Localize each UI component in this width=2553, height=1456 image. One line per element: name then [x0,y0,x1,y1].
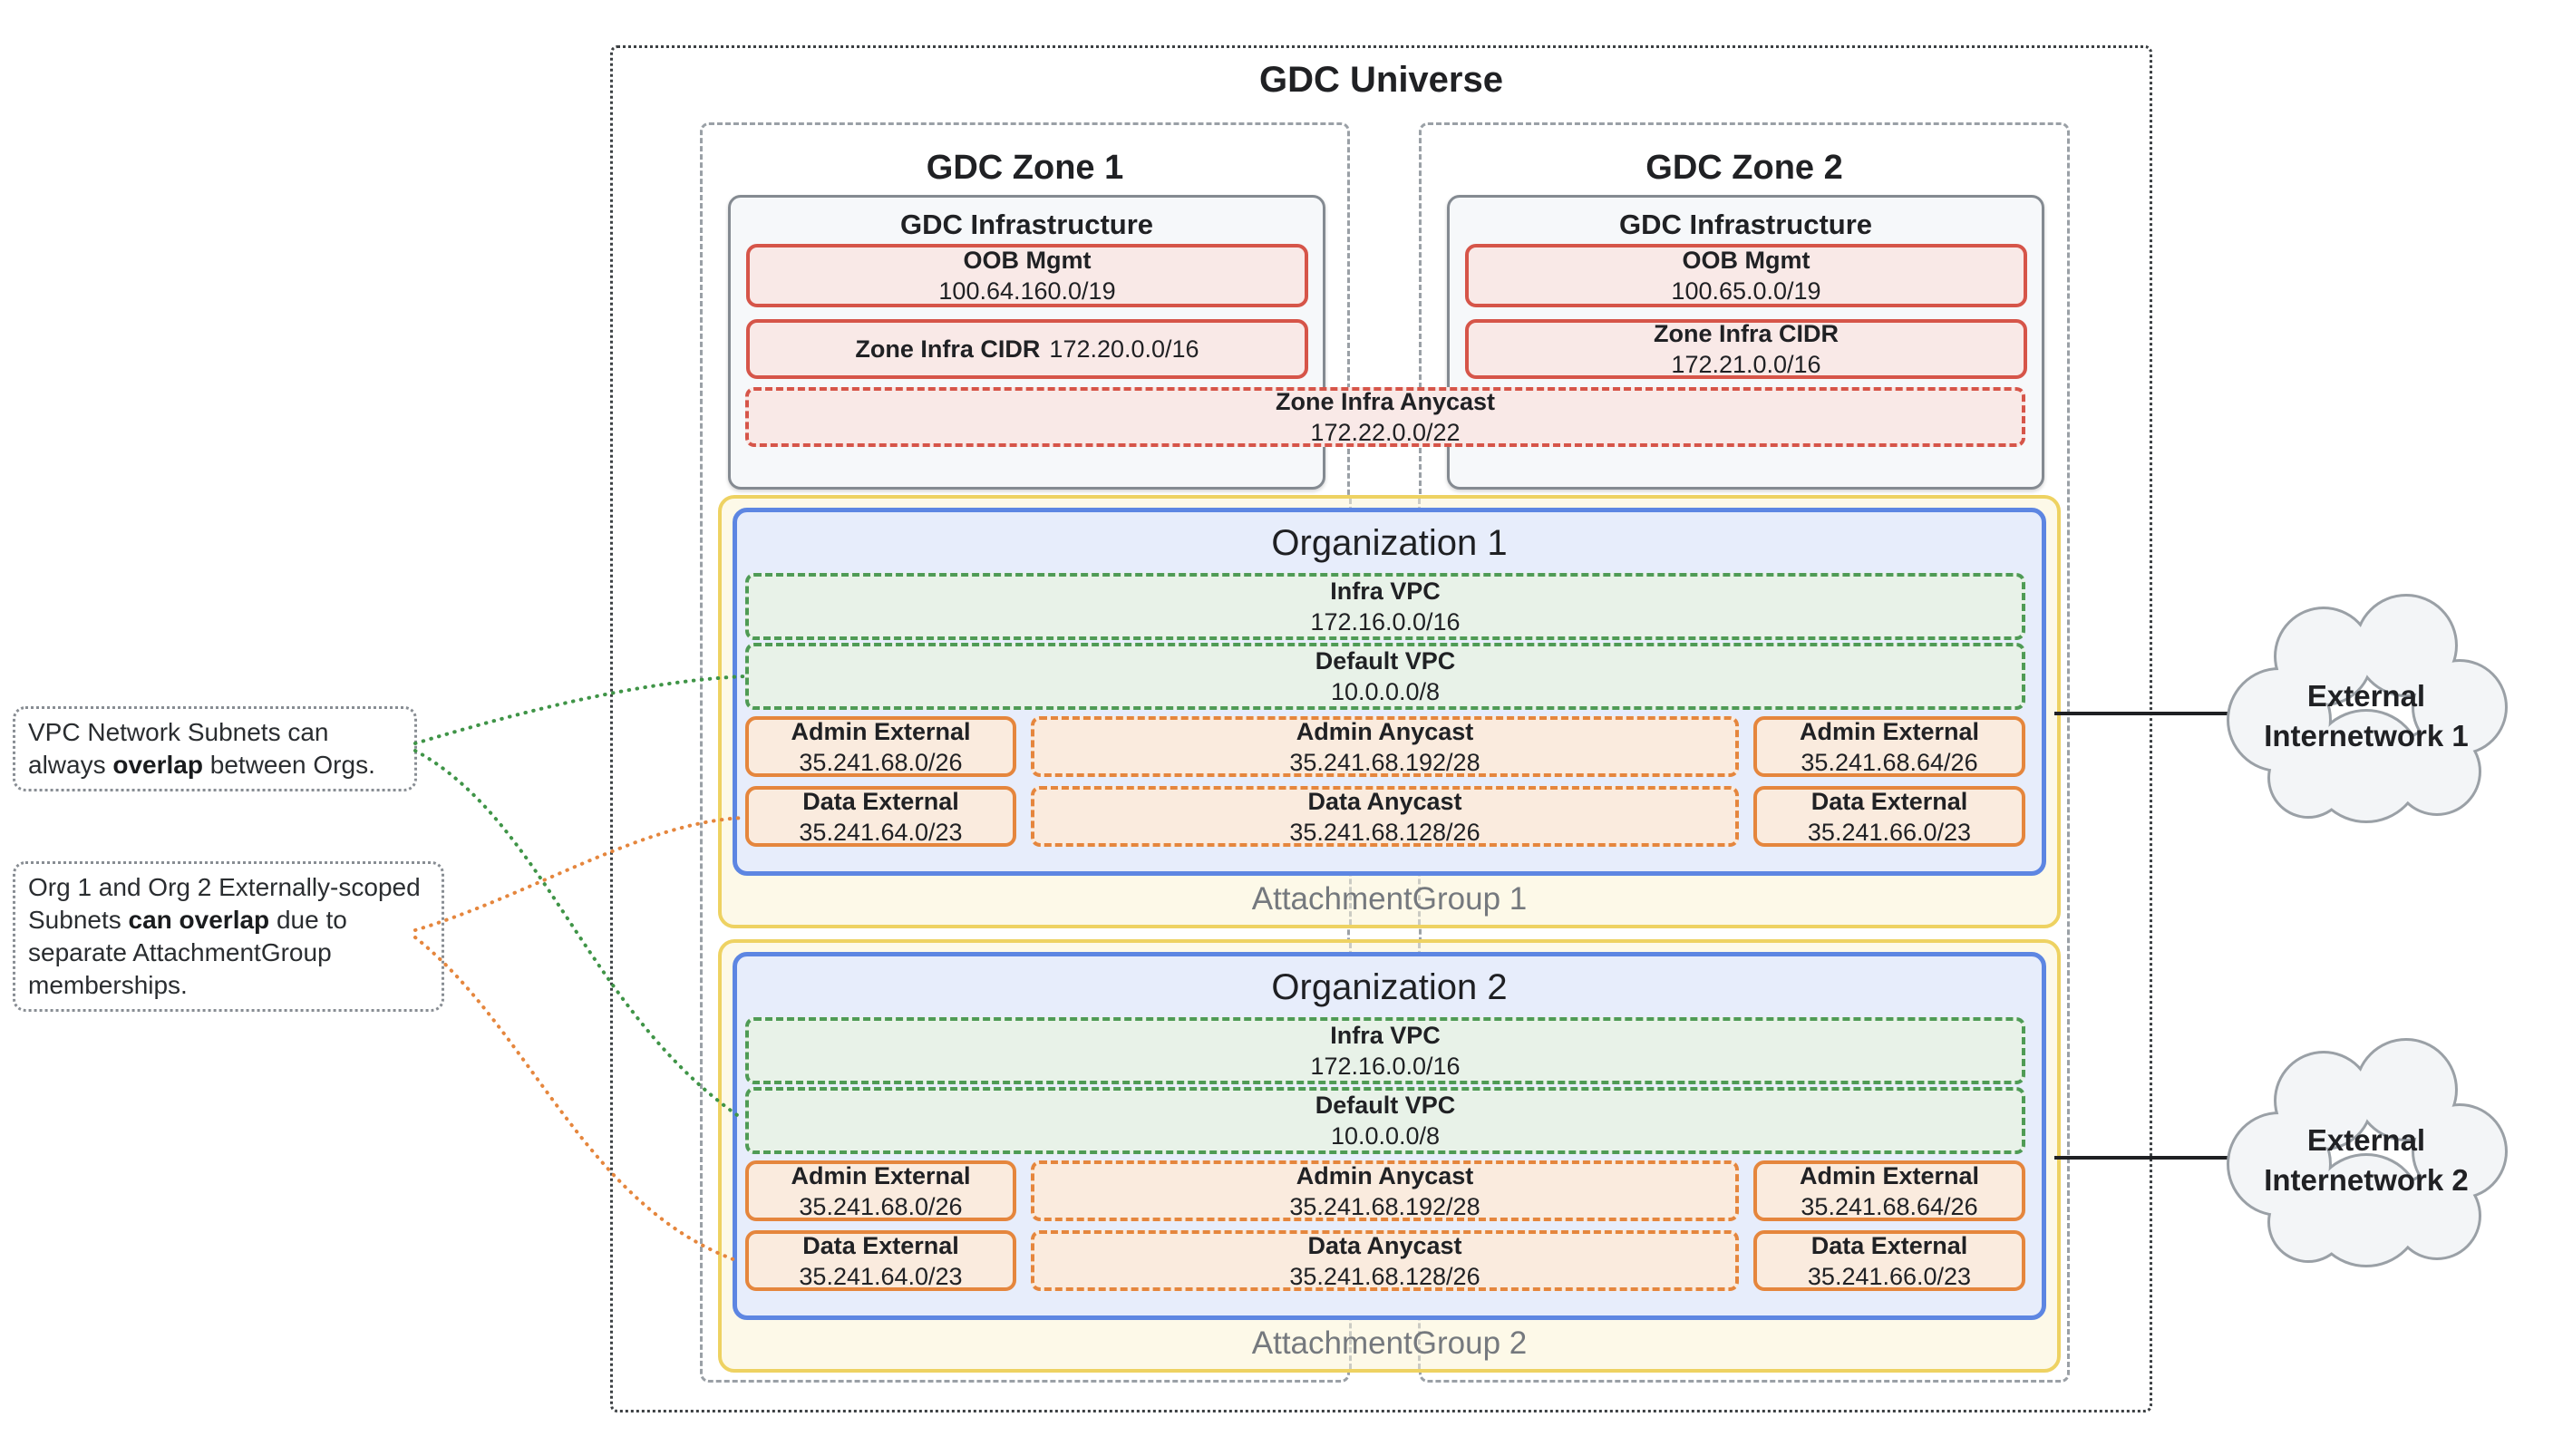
zone-infra-anycast-box: Zone Infra Anycast 172.22.0.0/22 [745,387,2025,447]
organization-1-title: Organization 1 [1271,523,1508,563]
org2-data-anycast-box: Data Anycast 35.241.68.128/26 [1031,1230,1739,1291]
data-external-label: Data External [802,1231,959,1259]
annotation-bold-text: overlap [112,751,203,779]
admin-external-cidr: 35.241.68.0/26 [799,748,963,776]
org1-data-external-left-box: Data External 35.241.64.0/23 [745,786,1016,847]
data-anycast-label: Data Anycast [1307,1231,1462,1259]
org1-data-external-right-box: Data External 35.241.66.0/23 [1753,786,2025,847]
admin-external-cidr: 35.241.68.64/26 [1801,1192,1978,1220]
annotation-text: due to separate AttachmentGroup membersh… [28,906,347,999]
cloud-label-line: External [2306,679,2426,713]
zone-infra-cidr-zone2: Zone Infra CIDR 172.21.0.0/16 [1465,319,2027,379]
default-vpc-cidr: 10.0.0.0/8 [1330,678,1441,705]
org2-admin-external-left-box: Admin External 35.241.68.0/26 [745,1160,1016,1221]
zone-infra-cidr-label: Zone Infra CIDR [855,335,1041,363]
organization-1-box: Organization 1 Infra VPC 172.16.0.0/16 D… [733,508,2046,876]
gdc-universe-title: GDC Universe [1259,60,1503,100]
annotation-text: Org 1 and Org 2 Externally-scoped Subnet… [28,873,421,934]
admin-external-label: Admin External [1799,1161,1980,1189]
org1-default-vpc-box: Default VPC 10.0.0.0/8 [745,643,2025,710]
data-anycast-label: Data Anycast [1307,787,1462,815]
admin-external-cidr: 35.241.68.0/26 [799,1192,963,1220]
attachment-group-1-box: Organization 1 Infra VPC 172.16.0.0/16 D… [718,495,2061,928]
external-internetwork-2-label: External Internetwork 2 [2230,1121,2502,1200]
org1-admin-external-right-box: Admin External 35.241.68.64/26 [1753,716,2025,777]
attachment-group-1-label: AttachmentGroup 1 [1251,881,1528,917]
data-external-label: Data External [802,787,959,815]
org1-admin-anycast-box: Admin Anycast 35.241.68.192/28 [1031,716,1739,777]
oob-mgmt-label: OOB Mgmt [1682,247,1810,274]
annotation-bold-text: can overlap [128,906,270,934]
data-external-cidr: 35.241.66.0/23 [1807,1262,1972,1290]
oob-mgmt-zone2: OOB Mgmt 100.65.0.0/19 [1465,244,2027,307]
admin-external-label: Admin External [791,1161,971,1189]
data-external-cidr: 35.241.66.0/23 [1807,818,1972,846]
zone-infra-cidr-label: Zone Infra CIDR [1653,320,1839,347]
zone-infra-cidr-value: 172.20.0.0/16 [1049,335,1199,363]
org1-admin-external-left-box: Admin External 35.241.68.0/26 [745,716,1016,777]
annotation-text: VPC Network Subnets can always [28,718,329,779]
admin-external-label: Admin External [1799,717,1980,745]
org2-data-external-left-box: Data External 35.241.64.0/23 [745,1230,1016,1291]
infrastructure-title: GDC Infrastructure [1618,209,1873,240]
organization-2-title: Organization 2 [1271,967,1508,1007]
oob-mgmt-cidr: 100.64.160.0/19 [938,277,1116,305]
zone-infra-anycast-label: Zone Infra Anycast [1275,388,1496,415]
oob-mgmt-label: OOB Mgmt [963,247,1092,274]
admin-anycast-cidr: 35.241.68.192/28 [1289,748,1480,776]
data-external-label: Data External [1810,787,1968,815]
organization-2-box: Organization 2 Infra VPC 172.16.0.0/16 D… [733,952,2046,1320]
infra-vpc-label: Infra VPC [1330,1022,1441,1049]
admin-anycast-label: Admin Anycast [1296,717,1474,745]
data-external-label: Data External [1810,1231,1968,1259]
admin-anycast-cidr: 35.241.68.192/28 [1289,1192,1480,1220]
infra-vpc-label: Infra VPC [1330,578,1441,605]
default-vpc-label: Default VPC [1315,1092,1456,1119]
default-vpc-label: Default VPC [1315,647,1456,675]
data-external-cidr: 35.241.64.0/23 [799,818,963,846]
attachment-group-2-box: Organization 2 Infra VPC 172.16.0.0/16 D… [718,939,2061,1373]
oob-mgmt-cidr: 100.65.0.0/19 [1671,277,1821,305]
org2-admin-anycast-box: Admin Anycast 35.241.68.192/28 [1031,1160,1739,1221]
admin-external-label: Admin External [791,717,971,745]
zone-infra-anycast-cidr: 172.22.0.0/22 [1310,419,1461,446]
data-anycast-cidr: 35.241.68.128/26 [1289,818,1480,846]
org1-data-anycast-box: Data Anycast 35.241.68.128/26 [1031,786,1739,847]
infrastructure-title: GDC Infrastructure [899,209,1154,240]
zone-infra-cidr-zone1: Zone Infra CIDR 172.20.0.0/16 [746,319,1308,379]
zone-infra-cidr-value: 172.21.0.0/16 [1671,351,1821,378]
cloud-label-line: External [2306,1123,2426,1157]
data-anycast-cidr: 35.241.68.128/26 [1289,1262,1480,1290]
cloud-label-line: Internetwork 1 [2264,719,2469,752]
org2-infra-vpc-box: Infra VPC 172.16.0.0/16 [745,1017,2025,1084]
attachment-group-2-label: AttachmentGroup 2 [1251,1325,1528,1361]
admin-anycast-label: Admin Anycast [1296,1161,1474,1189]
data-external-cidr: 35.241.64.0/23 [799,1262,963,1290]
admin-external-cidr: 35.241.68.64/26 [1801,748,1978,776]
annotation-vpc-overlap: VPC Network Subnets can always overlap b… [13,706,417,791]
org1-infra-vpc-box: Infra VPC 172.16.0.0/16 [745,573,2025,640]
external-internetwork-1-label: External Internetwork 1 [2230,676,2502,756]
default-vpc-cidr: 10.0.0.0/8 [1330,1122,1441,1150]
infra-vpc-cidr: 172.16.0.0/16 [1310,1053,1461,1080]
infra-vpc-cidr: 172.16.0.0/16 [1310,608,1461,636]
org2-default-vpc-box: Default VPC 10.0.0.0/8 [745,1087,2025,1154]
annotation-text: between Orgs. [202,751,375,779]
org2-data-external-right-box: Data External 35.241.66.0/23 [1753,1230,2025,1291]
gdc-zone-1-title: GDC Zone 1 [926,149,1124,187]
annotation-external-overlap: Org 1 and Org 2 Externally-scoped Subnet… [13,861,444,1012]
cloud-label-line: Internetwork 2 [2264,1163,2469,1197]
oob-mgmt-zone1: OOB Mgmt 100.64.160.0/19 [746,244,1308,307]
gdc-zone-2-title: GDC Zone 2 [1645,149,1843,187]
org2-admin-external-right-box: Admin External 35.241.68.64/26 [1753,1160,2025,1221]
